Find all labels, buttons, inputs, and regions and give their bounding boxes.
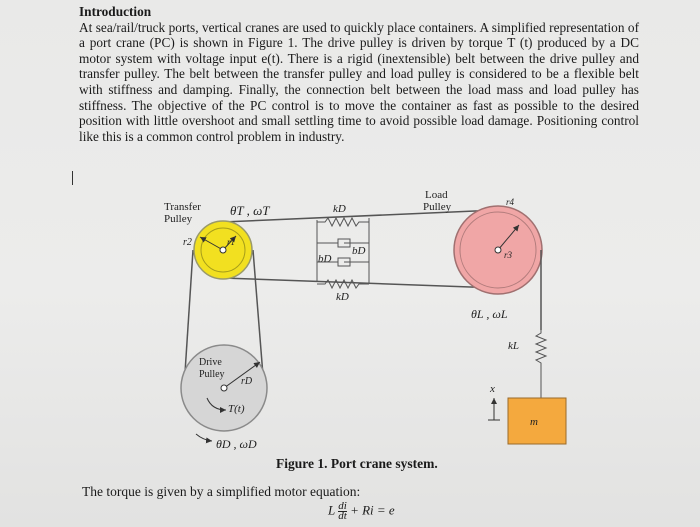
torque-arrow	[206, 397, 227, 413]
transfer-angle-label: θT , ωT	[230, 203, 270, 218]
r2-radius-arrow	[199, 236, 224, 251]
r2-label: r2	[183, 237, 192, 248]
load-angle-label: θL , ωL	[471, 307, 508, 321]
rigid-belt-right	[252, 249, 265, 389]
drive-pulley-label-line2: Pulley	[199, 369, 225, 380]
r3-label: r3	[504, 250, 513, 260]
equation-remainder: + Ri = e	[350, 502, 395, 518]
equation-derivative: di dt	[338, 500, 347, 522]
spring-damper-assembly	[316, 216, 370, 290]
kd-top-label: kD	[333, 203, 346, 215]
figure-caption: Figure 1. Port crane system.	[276, 456, 438, 471]
bd-right-label: bD	[352, 245, 366, 257]
load-pulley-inner-ring	[459, 211, 537, 289]
load-spring	[534, 330, 548, 398]
torque-sentence: The torque is given by a simplified moto…	[82, 484, 361, 499]
r1-label: r1	[227, 237, 235, 247]
flexible-belt-top	[222, 209, 499, 223]
drive-angle-label: θD , ωD	[216, 437, 257, 451]
rd-radius-arrow	[223, 361, 261, 389]
section-heading: Introduction	[79, 4, 152, 19]
equation-dt: dt	[338, 510, 347, 522]
r4-label: r4	[506, 197, 515, 207]
equation-di: di	[338, 500, 347, 512]
bd-left-label: bD	[318, 253, 332, 265]
transfer-pulley-axle	[219, 246, 227, 254]
drive-pulley-label-line1: Drive	[199, 357, 222, 368]
drive-rotation-arrow	[195, 433, 213, 444]
rigid-belt-left	[183, 249, 194, 389]
load-mass	[507, 397, 567, 445]
load-pulley-axle	[494, 246, 502, 254]
mass-label: m	[530, 416, 538, 428]
intro-paragraph: At sea/rail/truck ports, vertical cranes…	[79, 19, 639, 144]
transfer-pulley-inner-ring	[200, 227, 246, 273]
torque-label: T(t)	[228, 403, 245, 415]
kd-bottom-label: kD	[336, 291, 349, 303]
text-cursor	[72, 171, 73, 185]
introduction-section: Introduction At sea/rail/truck ports, ve…	[79, 4, 639, 144]
flexible-belt-bottom	[222, 277, 499, 289]
equation-inductance: L	[328, 502, 335, 518]
r3-radius-arrow	[497, 224, 520, 251]
motor-equation: L di dt + Ri = e	[328, 500, 395, 522]
rd-label: rD	[241, 376, 253, 387]
kl-label: kL	[508, 340, 519, 352]
transfer-pulley-label-line1: Transfer	[164, 201, 201, 213]
load-pulley-label-line2: Pulley	[423, 201, 452, 213]
x-label: x	[489, 383, 495, 395]
drive-pulley-axle	[220, 384, 228, 392]
load-pulley-label-line1: Load	[425, 189, 448, 201]
transfer-pulley-label-line2: Pulley	[164, 213, 193, 225]
